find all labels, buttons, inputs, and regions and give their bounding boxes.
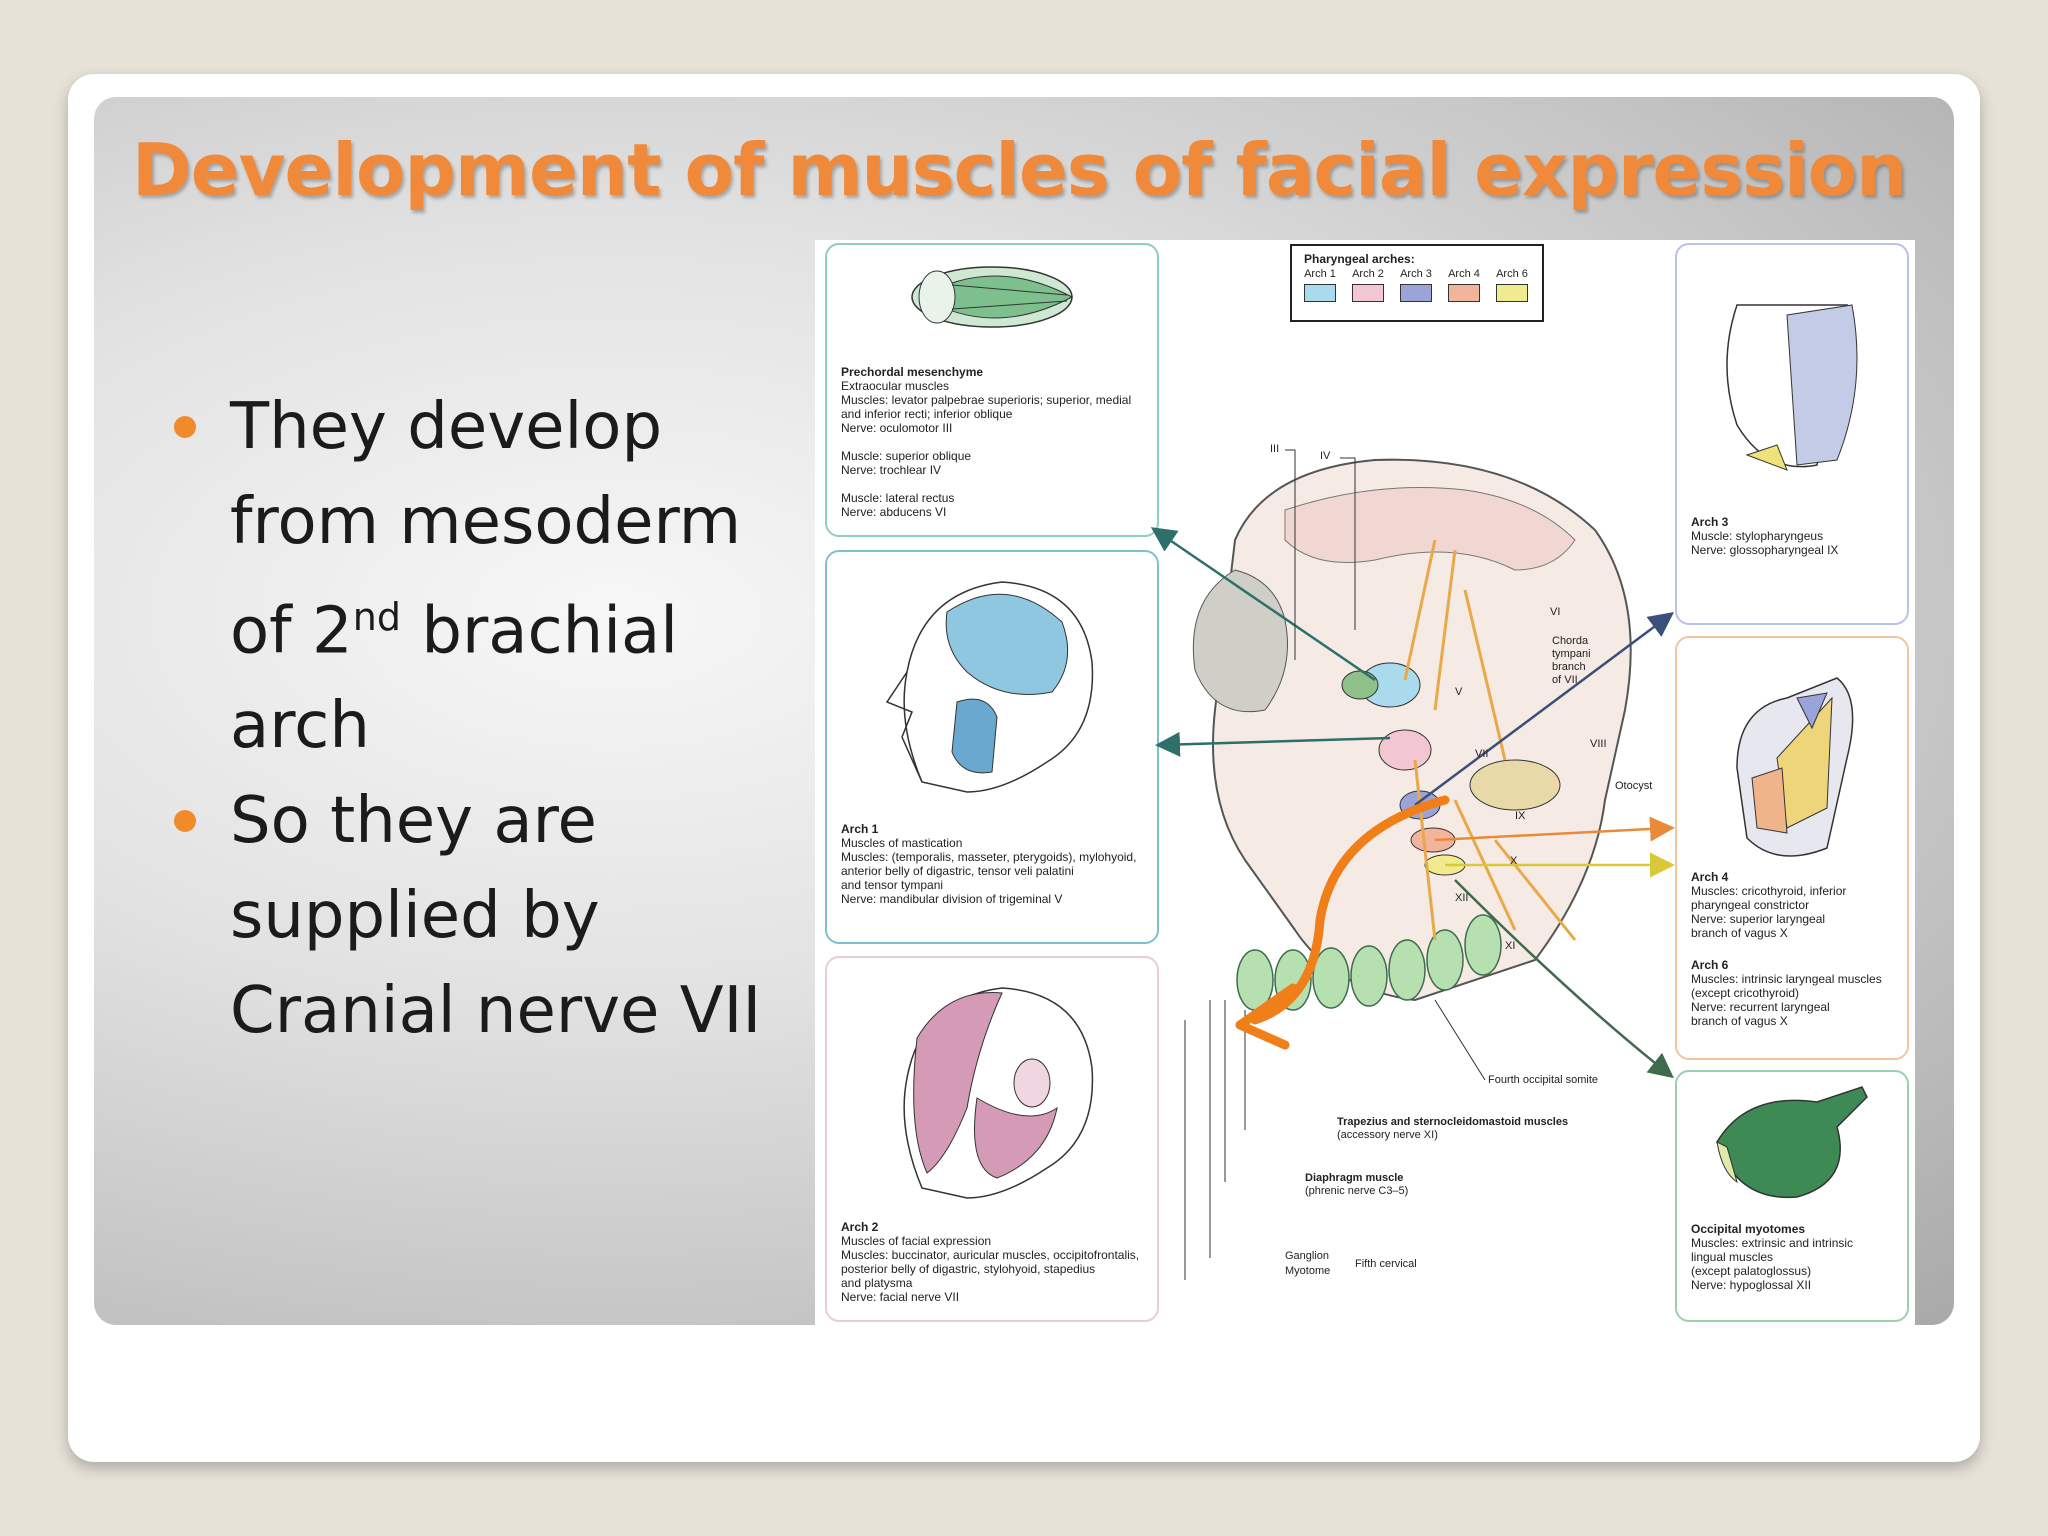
label-otocyst: Otocyst <box>1615 780 1653 792</box>
label-diaphragm-nerve: (phrenic nerve C3–5) <box>1305 1185 1409 1197</box>
bullet-item: So they are supplied by Cranial nerve VI… <box>170 774 790 1059</box>
occipital-body: Muscles: extrinsic and intrinsic lingual… <box>1691 1236 1854 1292</box>
label-nerve-ix: IX <box>1515 810 1526 822</box>
panel-arch4-6: Arch 4 Muscles: cricothyroid, inferior p… <box>1675 636 1909 1060</box>
arch2-head-illustration <box>903 987 1094 1199</box>
panel-arch3: Arch 3 Muscle: stylopharyngeus Nerve: gl… <box>1675 243 1909 625</box>
legend-swatch <box>1304 284 1336 302</box>
arch1-head-illustration <box>885 581 1094 793</box>
label-trapezius-nerve: (accessory nerve XI) <box>1337 1129 1438 1141</box>
label-fifth-cervical: Fifth cervical <box>1355 1258 1417 1270</box>
label-nerve-vi: VI <box>1550 606 1561 618</box>
legend-item: Arch 6 <box>1492 268 1532 302</box>
panel-arch2: Arch 2 Muscles of facial expression Musc… <box>825 956 1159 1322</box>
bullet-text-cont: brachial arch <box>230 594 678 764</box>
panel-prechordal: Prechordal mesenchyme Extraocular muscle… <box>825 243 1159 537</box>
label-myotome: Myotome <box>1285 1265 1331 1277</box>
label-chorda-tympani: Chorda tympani branch of VII <box>1552 635 1591 686</box>
label-nerve-xi: XI <box>1505 940 1516 952</box>
label-nerve-iii: III <box>1270 443 1280 455</box>
arch2-heading: Arch 2 <box>841 1220 879 1234</box>
legend-item: Arch 2 <box>1348 268 1388 302</box>
bullet-text: So they are supplied by Cranial nerve VI… <box>230 784 762 1049</box>
arch1-heading: Arch 1 <box>841 822 879 836</box>
legend-swatch <box>1496 284 1528 302</box>
legend-item: Arch 4 <box>1444 268 1484 302</box>
arch3-heading: Arch 3 <box>1691 515 1729 529</box>
label-diaphragm: Diaphragm muscle <box>1305 1172 1404 1184</box>
legend-item: Arch 3 <box>1396 268 1436 302</box>
arch6-body: Muscles: intrinsic laryngeal muscles (ex… <box>1691 972 1882 1028</box>
label-nerve-vii: VII <box>1475 748 1489 760</box>
arch4-body: Muscles: cricothyroid, inferior pharynge… <box>1691 884 1847 940</box>
arch6-heading: Arch 6 <box>1691 958 1729 972</box>
prechordal-heading: Prechordal mesenchyme <box>841 365 984 379</box>
label-trapezius: Trapezius and sternocleidomastoid muscle… <box>1337 1116 1569 1128</box>
bullet-dot-icon <box>174 416 196 438</box>
eye-muscles-illustration <box>911 266 1074 328</box>
larynx-illustration <box>1736 677 1854 857</box>
legend-swatch <box>1400 284 1432 302</box>
legend-title: Pharyngeal arches: <box>1304 252 1415 266</box>
slide-title: Development of muscles of facial express… <box>132 128 1907 212</box>
occipital-heading: Occipital myotomes <box>1691 1222 1806 1236</box>
label-ganglion: Ganglion <box>1285 1250 1330 1262</box>
legend-swatch <box>1448 284 1480 302</box>
panel-occipital: Occipital myotomes Muscles: extrinsic an… <box>1675 1070 1909 1322</box>
label-nerve-v: V <box>1455 686 1463 698</box>
arch4-heading: Arch 4 <box>1691 870 1729 884</box>
bullet-item: They develop from mesoderm of 2nd brachi… <box>170 380 790 774</box>
bullet-list: They develop from mesoderm of 2nd brachi… <box>170 380 790 1059</box>
label-nerve-iv: IV <box>1320 450 1331 462</box>
label-fourth-occipital-somite: Fourth occipital somite <box>1488 1074 1599 1086</box>
label-nerve-viii: VIII <box>1590 738 1607 750</box>
tongue-illustration <box>1716 1086 1868 1199</box>
arch2-body: Muscles of facial expression Muscles: bu… <box>841 1234 1140 1304</box>
label-nerve-xii: XII <box>1455 892 1469 904</box>
label-nerve-x: X <box>1510 855 1518 867</box>
bullet-text: They develop from mesoderm of 2 <box>230 390 742 669</box>
prechordal-body: Extraocular muscles Muscles: levator pal… <box>841 379 1132 519</box>
legend-swatch <box>1352 284 1384 302</box>
bullet-superscript: nd <box>352 595 401 639</box>
legend-item: Arch 1 <box>1300 268 1340 302</box>
arch3-body: Muscle: stylopharyngeus Nerve: glossopha… <box>1691 529 1839 557</box>
arch3-illustration <box>1726 304 1858 471</box>
bullet-dot-icon <box>174 810 196 833</box>
panel-arch1: Arch 1 Muscles of mastication Muscles: (… <box>825 550 1159 944</box>
embryology-figure: Prechordal mesenchyme Extraocular muscle… <box>815 240 1915 1325</box>
arch-legend: Pharyngeal arches: Arch 1 Arch 2 Arch 3 … <box>1290 244 1544 322</box>
arch1-body: Muscles of mastication Muscles: (tempora… <box>841 836 1137 906</box>
